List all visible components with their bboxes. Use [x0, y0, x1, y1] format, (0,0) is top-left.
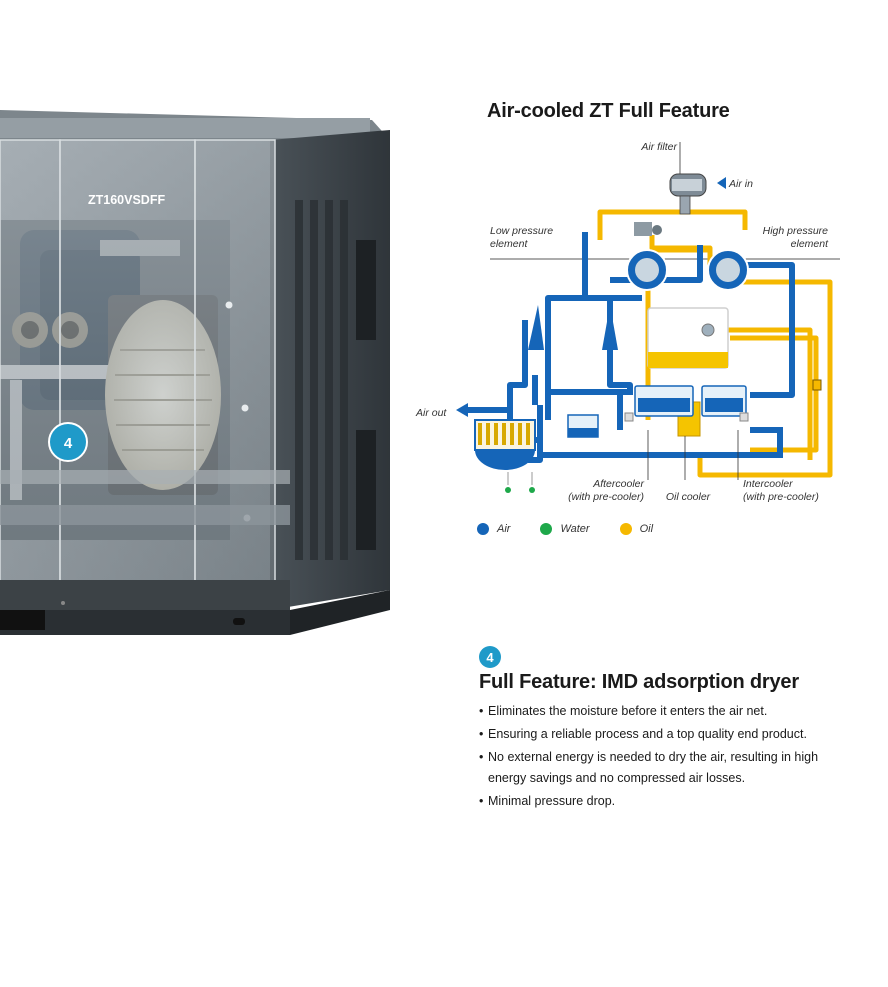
label-aftercooler-1: Aftercooler	[592, 478, 644, 490]
legend-item-water: Water	[540, 523, 590, 535]
legend-label-water: Water	[560, 523, 590, 535]
label-air-in: Air in	[728, 178, 753, 190]
feature-title: Full Feature: IMD adsorption dryer	[479, 671, 799, 693]
label-aftercooler-2: (with pre-cooler)	[568, 491, 644, 503]
label-oil-cooler: Oil cooler	[666, 491, 711, 503]
legend-item-air: Air	[477, 523, 510, 535]
label-intercooler-2: (with pre-cooler)	[743, 491, 819, 503]
label-low-pressure-1: Low pressure	[490, 225, 553, 237]
feature-bullet: Eliminates the moisture before it enters…	[479, 701, 859, 722]
legend-item-oil: Oil	[619, 523, 654, 535]
feature-bullet: No external energy is needed to dry the …	[479, 747, 859, 789]
photo-badge-number: 4	[64, 435, 73, 452]
legend-dot-oil	[619, 523, 632, 535]
label-low-pressure-2: element	[490, 238, 528, 250]
feature-bullet: Ensuring a reliable process and a top qu…	[479, 724, 859, 745]
diagram-legend: Air Water Oil	[477, 521, 683, 537]
label-high-pressure-1: High pressure	[763, 225, 829, 237]
legend-label-oil: Oil	[639, 523, 654, 535]
flow-diagram: Air filter Air in Low pressure element H…	[415, 141, 840, 503]
compressor-photo: ZT160VSDFF 4	[0, 110, 390, 635]
feature-bullet-list: Eliminates the moisture before it enters…	[479, 701, 859, 814]
label-high-pressure-2: element	[791, 238, 829, 250]
photo-badge	[48, 422, 88, 462]
diagram-title: Air-cooled ZT Full Feature	[487, 100, 730, 122]
legend-label-air: Air	[497, 523, 511, 535]
label-intercooler-1: Intercooler	[743, 478, 793, 490]
feature-number-badge: 4	[479, 646, 501, 668]
feature-bullet: Minimal pressure drop.	[479, 791, 859, 812]
label-air-out: Air out	[415, 407, 447, 419]
model-label: ZT160VSDFF	[88, 193, 165, 207]
label-air-filter: Air filter	[640, 141, 677, 153]
legend-dot-water	[540, 523, 553, 535]
legend-dot-air	[477, 523, 489, 535]
